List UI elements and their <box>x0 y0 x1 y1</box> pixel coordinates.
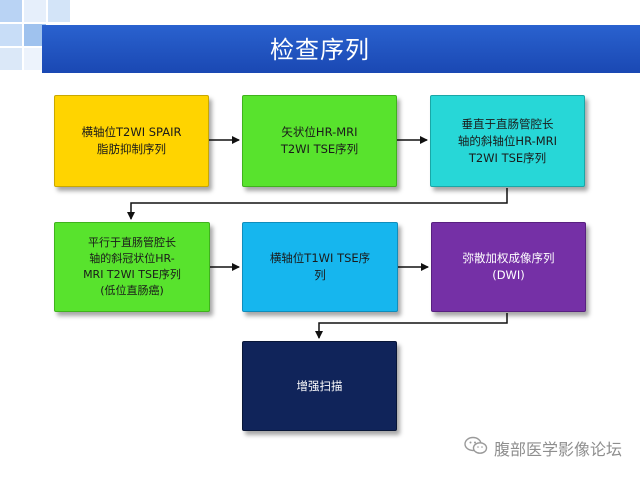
node-enhanced-scan: 增强扫描 <box>242 341 397 431</box>
corner-tile <box>24 24 46 46</box>
corner-tile <box>0 0 22 22</box>
corner-tile <box>0 48 22 70</box>
corner-tile <box>48 0 70 22</box>
node-axial-t1wi-tse: 横轴位T1WI TSE序 列 <box>242 222 398 312</box>
node-perpendicular-oblique-axial: 垂直于直肠管腔长 轴的斜轴位HR-MRI T2WI TSE序列 <box>430 95 585 187</box>
watermark: 腹部医学影像论坛 <box>464 432 622 464</box>
arrow-3-4 <box>127 188 508 220</box>
corner-tile <box>24 0 46 22</box>
node-sagittal-hr-t2wi: 矢状位HR-MRI T2WI TSE序列 <box>242 95 397 187</box>
node-axial-t2wi-spair: 横轴位T2WI SPAIR 脂肪抑制序列 <box>54 95 209 187</box>
arrow-6-7 <box>315 313 508 339</box>
wechat-icon <box>464 436 488 460</box>
corner-tile <box>24 48 46 70</box>
node-dwi: 弥散加权成像序列 (DWI) <box>431 222 586 312</box>
corner-tile <box>0 24 22 46</box>
page-title: 检查序列 <box>270 36 370 64</box>
node-parallel-oblique-coronal: 平行于直肠管腔长 轴的斜冠状位HR- MRI T2WI TSE序列 (低位直肠癌… <box>54 222 210 312</box>
watermark-text: 腹部医学影像论坛 <box>493 440 622 459</box>
title-bar <box>42 25 640 73</box>
